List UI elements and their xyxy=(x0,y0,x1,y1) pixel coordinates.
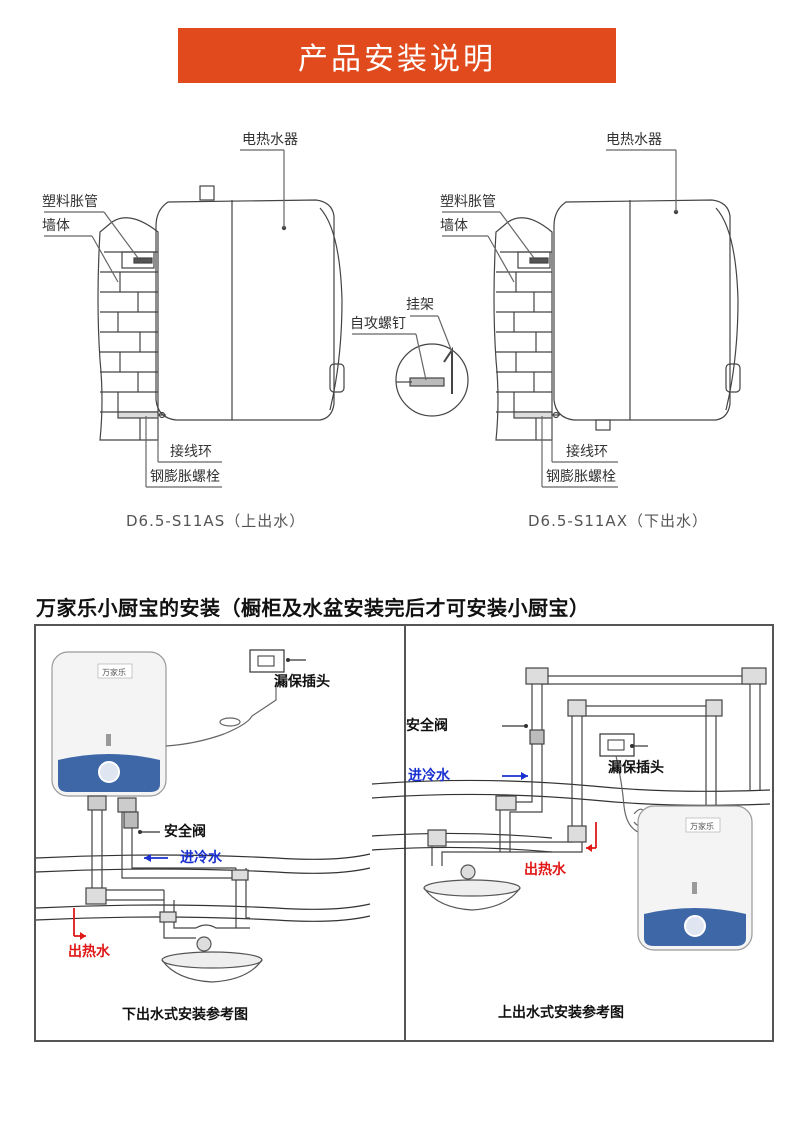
left-safety-valve-label: 安全阀 xyxy=(164,824,206,840)
mounting-diagram xyxy=(44,149,741,488)
right-hot-out-label: 出热水 xyxy=(524,862,566,878)
left-brand-text: 万家乐 xyxy=(102,667,126,677)
right-cold-in-label: 进冷水 xyxy=(408,768,450,784)
right-plastic-tube-label: 塑料胀管 xyxy=(440,194,496,210)
left-hot-out-label: 出热水 xyxy=(68,944,110,960)
left-leak-plug-label: 漏保插头 xyxy=(274,674,330,690)
right-brick-wall xyxy=(493,217,553,441)
right-model-label: D6.5-S11AX（下出水） xyxy=(528,512,708,530)
right-bolt-label: 钢膨胀螺栓 xyxy=(546,469,616,485)
right-panel-heater: 万家乐 xyxy=(637,805,753,951)
left-wall-label: 墙体 xyxy=(42,218,70,234)
right-wall-label: 墙体 xyxy=(440,218,468,234)
right-brand-text: 万家乐 xyxy=(690,821,714,831)
page-title-banner: 产品安装说明 xyxy=(178,28,616,83)
page-title: 产品安装说明 xyxy=(298,41,496,77)
left-cold-in-label: 进冷水 xyxy=(180,850,222,866)
left-plastic-tube-label: 塑料胀管 xyxy=(42,194,98,210)
left-panel-caption: 下出水式安装参考图 xyxy=(122,1007,248,1023)
left-panel-heater: 万家乐 xyxy=(51,651,167,797)
right-heater-body xyxy=(553,199,741,431)
hanger-label: 挂架 xyxy=(406,297,434,313)
panel-divider xyxy=(404,626,406,1040)
right-heater-label: 电热水器 xyxy=(606,132,662,148)
install-reference-box: 万家乐 xyxy=(34,624,774,1042)
install-section-title: 万家乐小厨宝的安装（橱柜及水盆安装完后才可安装小厨宝） xyxy=(36,596,590,620)
left-model-label: D6.5-S11AS（上出水） xyxy=(126,512,306,530)
left-terminal-label: 接线环 xyxy=(170,444,212,460)
left-heater-body xyxy=(155,185,345,421)
right-panel-drawing: 万家乐 xyxy=(371,667,771,951)
left-panel-drawing: 万家乐 xyxy=(36,649,371,983)
left-heater-label: 电热水器 xyxy=(242,132,298,148)
install-diagrams: 万家乐 xyxy=(36,649,771,983)
hanger-detail xyxy=(395,343,469,417)
screw-label: 自攻螺钉 xyxy=(350,316,406,332)
right-leak-plug-label: 漏保插头 xyxy=(608,760,664,776)
right-terminal-label: 接线环 xyxy=(566,444,608,460)
left-bolt-label: 钢膨胀螺栓 xyxy=(150,469,220,485)
left-brick-wall xyxy=(97,217,159,441)
right-safety-valve-label: 安全阀 xyxy=(406,718,448,734)
right-panel-caption: 上出水式安装参考图 xyxy=(498,1005,624,1021)
